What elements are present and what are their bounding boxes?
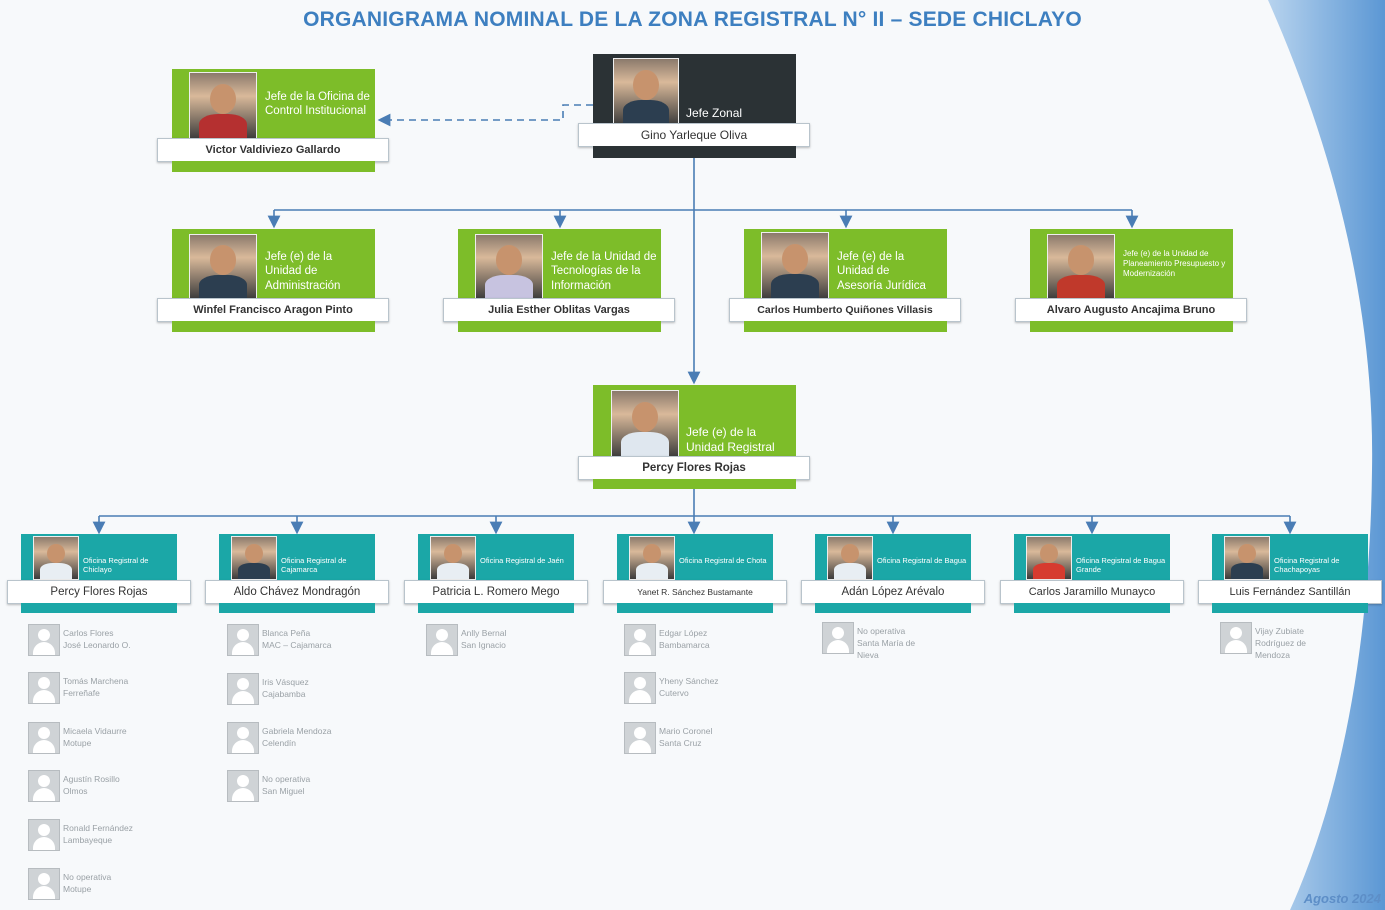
photo-unit-tecnologias — [475, 234, 543, 300]
node-office-chiclayo: Oficina Registral de Chiclayo Percy Flor… — [7, 534, 191, 614]
node-office-bagua: Oficina Registral de Bagua Adán López Ar… — [801, 534, 985, 614]
role-control-institucional: Jefe de la Oficina de Control Institucio… — [265, 91, 370, 118]
photo-office-chota — [629, 536, 675, 580]
user-placeholder-icon — [28, 672, 60, 704]
name-office-chota: Yanet R. Sánchez Bustamante — [603, 580, 787, 604]
role-unit-administracion: Jefe (e) de la Unidad de Administración — [265, 251, 341, 292]
node-control-institucional: Jefe de la Oficina de Control Institucio… — [157, 69, 389, 173]
role-jefe-zonal: Jefe Zonal — [686, 106, 743, 120]
photo-unidad-registral — [611, 390, 679, 458]
role-office-chiclayo: Oficina Registral de Chiclayo — [83, 556, 149, 575]
name-unit-asesoria-juridica: Carlos Humberto Quiñones Villasis — [729, 298, 961, 322]
user-placeholder-icon — [1220, 622, 1252, 654]
user-placeholder-icon — [227, 722, 259, 754]
node-office-chachapoyas: Oficina Registral de Chachapoyas Luis Fe… — [1198, 534, 1382, 614]
role-unit-planeamiento: Jefe (e) de la Unidad de Planeamiento Pr… — [1123, 249, 1226, 278]
name-office-jaen: Patricia L. Romero Mego — [404, 580, 588, 604]
name-office-chachapoyas: Luis Fernández Santillán — [1198, 580, 1382, 604]
node-unit-administracion: Jefe (e) de la Unidad de Administración … — [157, 229, 389, 333]
node-unidad-registral: Jefe (e) de la Unidad Registral Percy Fl… — [578, 385, 810, 489]
user-placeholder-icon — [28, 722, 60, 754]
name-office-bagua-grande: Carlos Jaramillo Munayco — [1000, 580, 1184, 604]
node-jefe-zonal: Jefe Zonal Gino Yarleque Oliva — [578, 54, 810, 159]
node-office-jaen: Oficina Registral de Jaén Patricia L. Ro… — [404, 534, 588, 614]
name-office-cajamarca: Aldo Chávez Mondragón — [205, 580, 389, 604]
name-office-bagua: Adán López Arévalo — [801, 580, 985, 604]
role-office-bagua: Oficina Registral de Bagua — [877, 556, 967, 565]
photo-office-bagua-grande — [1026, 536, 1072, 580]
photo-office-chiclayo — [33, 536, 79, 580]
photo-unit-planeamiento — [1047, 234, 1115, 300]
chart-title: ORGANIGRAMA NOMINAL DE LA ZONA REGISTRAL… — [303, 8, 1082, 31]
name-unit-tecnologias: Julia Esther Oblitas Vargas — [443, 298, 675, 322]
role-unidad-registral: Jefe (e) de la Unidad Registral — [686, 425, 775, 454]
photo-unit-administracion — [189, 234, 257, 300]
node-office-bagua-grande: Oficina Registral de Bagua Grande Carlos… — [1000, 534, 1184, 614]
name-unidad-registral: Percy Flores Rojas — [578, 456, 810, 480]
photo-unit-asesoria-juridica — [761, 232, 829, 300]
role-office-cajamarca: Oficina Registral de Cajamarca — [281, 556, 347, 575]
user-placeholder-icon — [624, 624, 656, 656]
user-placeholder-icon — [822, 622, 854, 654]
user-placeholder-icon — [28, 819, 60, 851]
user-placeholder-icon — [624, 672, 656, 704]
role-unit-tecnologias: Jefe de la Unidad de Tecnologías de la I… — [551, 251, 657, 292]
user-placeholder-icon — [227, 770, 259, 802]
node-unit-planeamiento: Jefe (e) de la Unidad de Planeamiento Pr… — [1015, 229, 1247, 333]
role-office-jaen: Oficina Registral de Jaén — [480, 556, 564, 565]
node-office-chota: Oficina Registral de Chota Yanet R. Sánc… — [603, 534, 787, 614]
photo-jefe-zonal — [613, 58, 679, 126]
user-placeholder-icon — [28, 868, 60, 900]
photo-office-jaen — [430, 536, 476, 580]
photo-control-institucional — [189, 72, 257, 140]
user-placeholder-icon — [426, 624, 458, 656]
role-office-chachapoyas: Oficina Registral de Chachapoyas — [1274, 556, 1340, 575]
node-unit-asesoria-juridica: Jefe (e) de la Unidad de Asesoría Jurídi… — [729, 229, 961, 333]
node-unit-tecnologias: Jefe de la Unidad de Tecnologías de la I… — [443, 229, 675, 333]
date-footer: Agosto 2024 — [1303, 891, 1381, 906]
user-placeholder-icon — [28, 770, 60, 802]
user-placeholder-icon — [624, 722, 656, 754]
name-office-chiclayo: Percy Flores Rojas — [7, 580, 191, 604]
photo-office-cajamarca — [231, 536, 277, 580]
name-unit-planeamiento: Alvaro Augusto Ancajima Bruno — [1015, 298, 1247, 322]
node-office-cajamarca: Oficina Registral de Cajamarca Aldo Cháv… — [205, 534, 389, 614]
name-jefe-zonal: Gino Yarleque Oliva — [578, 123, 810, 147]
user-placeholder-icon — [227, 673, 259, 705]
name-control-institucional: Victor Valdiviezo Gallardo — [157, 138, 389, 162]
user-placeholder-icon — [28, 624, 60, 656]
role-office-bagua-grande: Oficina Registral de Bagua Grande — [1076, 556, 1166, 575]
role-unit-asesoria-juridica: Jefe (e) de la Unidad de Asesoría Jurídi… — [837, 251, 926, 292]
name-unit-administracion: Winfel Francisco Aragon Pinto — [157, 298, 389, 322]
photo-office-bagua — [827, 536, 873, 580]
photo-office-chachapoyas — [1224, 536, 1270, 580]
user-placeholder-icon — [227, 624, 259, 656]
role-office-chota: Oficina Registral de Chota — [679, 556, 767, 565]
